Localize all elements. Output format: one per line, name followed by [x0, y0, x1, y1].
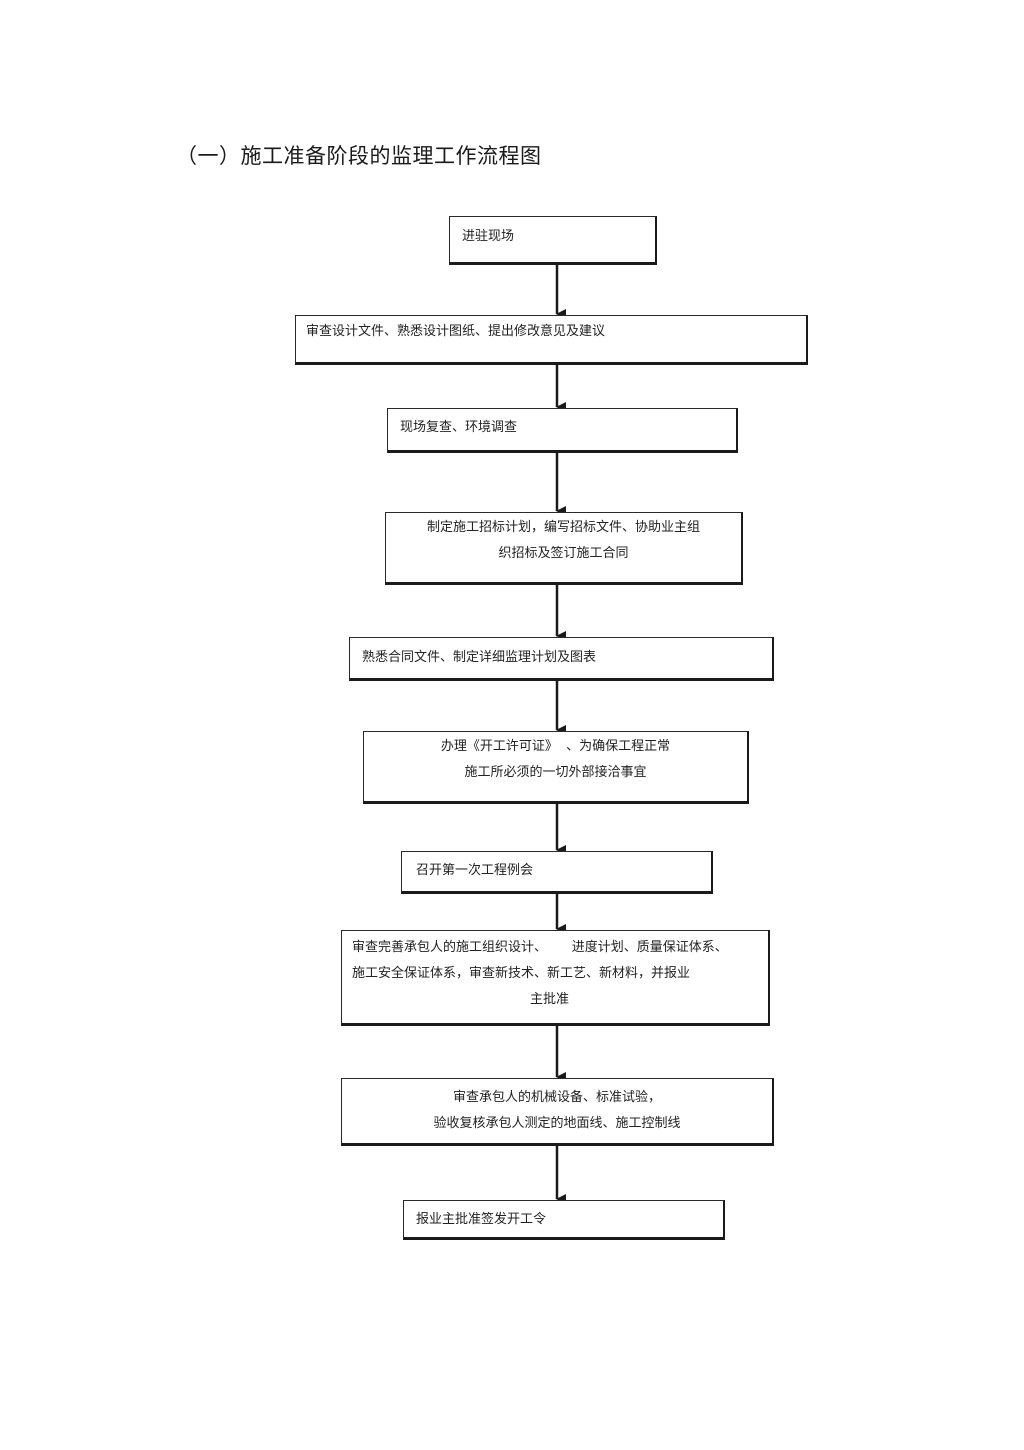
step-text-line-2: 验收复核承包人测定的地面线、施工控制线 — [433, 1116, 681, 1131]
step-box-site-survey: 现场复查、环境调查 — [387, 408, 738, 453]
step-text-line-3: 主批准 — [530, 992, 570, 1007]
step-text: 审查设计文件、熟悉设计图纸、提出修改意见及建议 — [306, 324, 606, 339]
step-box-review-design: 审查设计文件、熟悉设计图纸、提出修改意见及建议 — [295, 315, 808, 365]
step-box-permit: 办理《开工许可证》 、为确保工程正常 施工所必须的一切外部接洽事宜 — [363, 731, 749, 804]
step-box-first-meeting: 召开第一次工程例会 — [401, 851, 713, 894]
step-box-tender-plan: 制定施工招标计划，编写招标文件、协助业主组 织招标及签订施工合同 — [385, 512, 743, 585]
step-text-line-2: 施工所必须的一切外部接洽事宜 — [464, 765, 647, 780]
step-box-enter-site: 进驻现场 — [449, 216, 657, 265]
step-text-line-2: 施工安全保证体系，审查新技术、新工艺、新材料，并报业 — [352, 966, 691, 981]
step-text-line-1: 办理《开工许可证》 、为确保工程正常 — [440, 739, 671, 754]
step-text-line-1: 审查完善承包人的施工组织设计、 进度计划、质量保证体系、 — [352, 940, 728, 955]
step-text: 现场复查、环境调查 — [400, 420, 518, 435]
step-box-review-construction-design: 审查完善承包人的施工组织设计、 进度计划、质量保证体系、 施工安全保证体系，审查… — [341, 930, 770, 1026]
step-text: 熟悉合同文件、制定详细监理计划及图表 — [362, 650, 597, 665]
step-text: 报业主批准签发开工令 — [416, 1212, 547, 1227]
step-box-equipment-check: 审查承包人的机械设备、标准试验， 验收复核承包人测定的地面线、施工控制线 — [341, 1078, 774, 1146]
step-box-start-order: 报业主批准签发开工令 — [403, 1200, 725, 1240]
step-text-line-1: 审查承包人的机械设备、标准试验， — [452, 1090, 661, 1105]
page-title: （一）施工准备阶段的监理工作流程图 — [176, 144, 542, 168]
step-text: 进驻现场 — [462, 229, 515, 244]
step-text-line-1: 制定施工招标计划，编写招标文件、协助业主组 — [426, 520, 700, 535]
step-text-line-2: 织招标及签订施工合同 — [498, 546, 629, 561]
step-text: 召开第一次工程例会 — [416, 863, 534, 878]
step-box-supervision-plan: 熟悉合同文件、制定详细监理计划及图表 — [349, 637, 774, 681]
